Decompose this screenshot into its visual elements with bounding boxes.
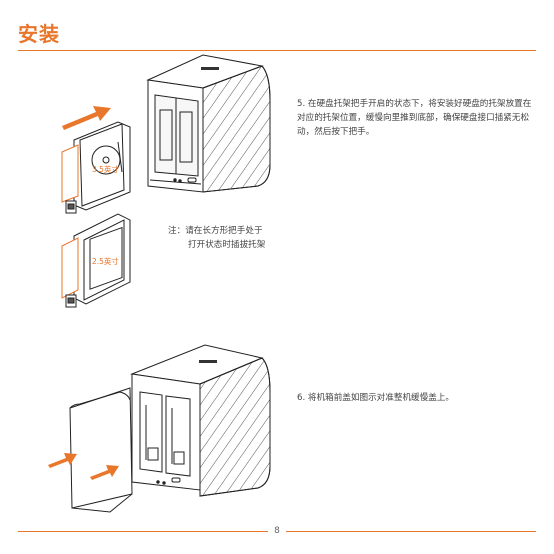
drive-tray-35 bbox=[61, 121, 131, 214]
page-title: 安装 bbox=[18, 22, 60, 46]
step-6-text: 6. 将机箱前盖如图示对准整机缓慢盖上。 bbox=[297, 393, 455, 403]
note-line-2: 打开状态时插拔托架 bbox=[188, 240, 266, 250]
note-text: 注：请在长方形把手处于 打开状态时插拔托架 bbox=[168, 224, 265, 252]
enclosure-top bbox=[146, 54, 271, 193]
note-line-1: 注：请在长方形把手处于 bbox=[168, 226, 263, 236]
hdd-35-label: 3.5英寸 bbox=[92, 165, 119, 174]
step-5-text: 5. 在硬盘托架把手开启的状态下，将安装好硬盘的托架放置在对应的托架位置，缓慢向… bbox=[297, 99, 532, 137]
drive-tray-25 bbox=[61, 213, 131, 308]
page-number: 8 bbox=[268, 525, 286, 537]
header-rule bbox=[18, 50, 536, 51]
enclosure-bottom bbox=[69, 344, 271, 513]
hdd-25-label: 2.5英寸 bbox=[92, 257, 119, 266]
